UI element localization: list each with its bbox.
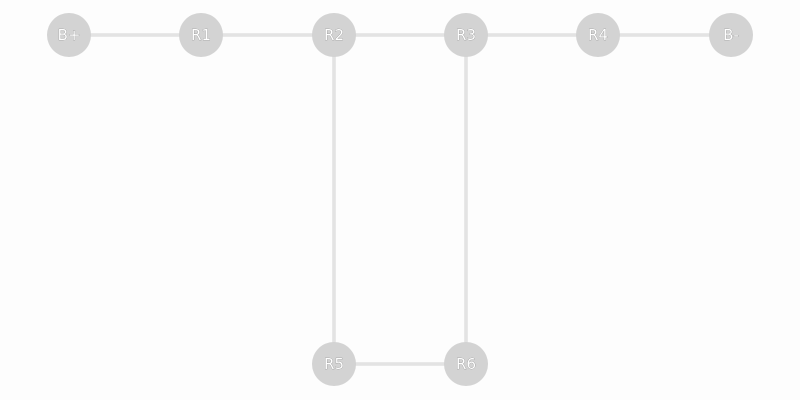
node-bplus[interactable]: B+	[47, 13, 91, 57]
node-label: R4	[588, 26, 608, 44]
node-r4[interactable]: R4	[576, 13, 620, 57]
node-label: R1	[191, 26, 211, 44]
nodes-layer: B+ R1 R2 R3 R4 B- R5 R6	[47, 13, 753, 386]
node-label: B+	[58, 26, 81, 44]
node-label: R2	[324, 26, 344, 44]
node-label: R6	[456, 355, 476, 373]
node-r6[interactable]: R6	[444, 342, 488, 386]
edges-layer	[69, 33, 731, 366]
node-r2[interactable]: R2	[312, 13, 356, 57]
node-circle[interactable]	[444, 342, 488, 386]
node-circle[interactable]	[312, 342, 356, 386]
node-circle[interactable]	[179, 13, 223, 57]
node-r3[interactable]: R3	[444, 13, 488, 57]
node-label: B-	[723, 26, 739, 44]
node-r1[interactable]: R1	[179, 13, 223, 57]
node-circle[interactable]	[709, 13, 753, 57]
node-circle[interactable]	[47, 13, 91, 57]
node-r5[interactable]: R5	[312, 342, 356, 386]
node-circle[interactable]	[312, 13, 356, 57]
node-label: R3	[456, 26, 476, 44]
node-bminus[interactable]: B-	[709, 13, 753, 57]
node-circle[interactable]	[576, 13, 620, 57]
node-circle[interactable]	[444, 13, 488, 57]
node-label: R5	[324, 355, 344, 373]
